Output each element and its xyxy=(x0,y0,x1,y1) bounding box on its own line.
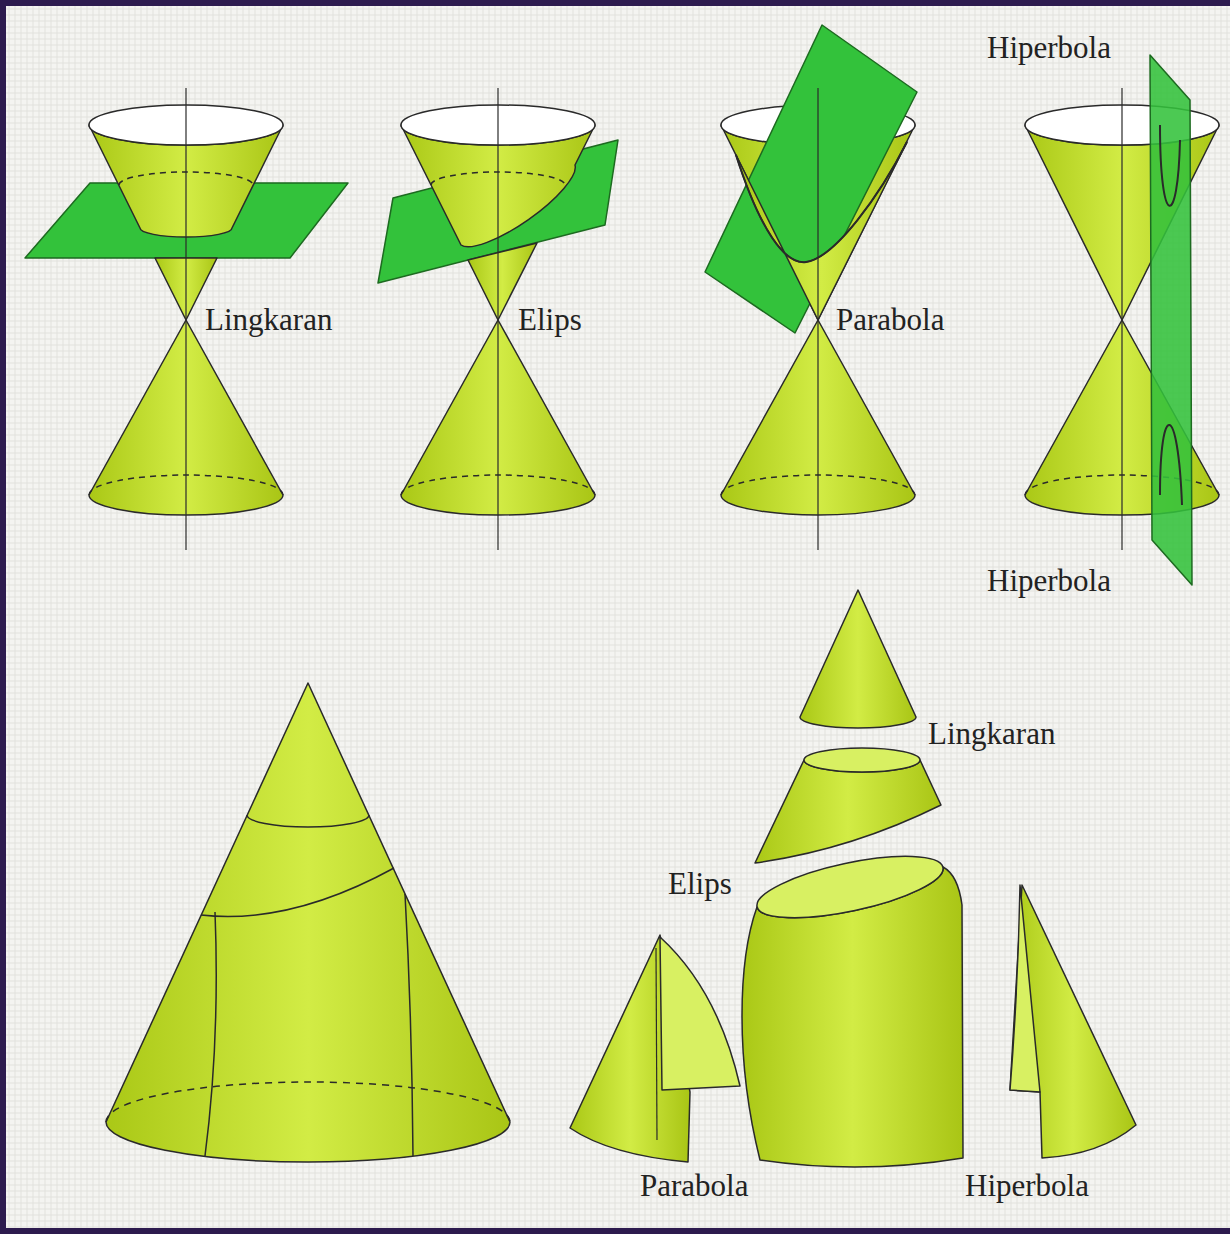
section-label: Parabola xyxy=(836,302,944,338)
section-label: Elips xyxy=(668,866,732,902)
whole-cone xyxy=(106,683,510,1162)
hyperbola-cone xyxy=(1025,55,1219,585)
background-panel xyxy=(6,6,1230,1228)
ellipse-cone xyxy=(378,88,618,550)
circle-cone xyxy=(25,88,348,550)
parabola-face xyxy=(660,937,740,1090)
ellipse-cut-line xyxy=(201,868,394,916)
section-label: Elips xyxy=(518,302,582,338)
cutting-plane xyxy=(1150,55,1192,585)
parabola-cut-line xyxy=(205,912,216,1156)
hidden-edge xyxy=(106,1082,510,1122)
cutting-plane xyxy=(705,25,917,333)
section-label: Hiperbola xyxy=(987,30,1111,66)
circle-face xyxy=(804,748,920,772)
hyperbola-curve xyxy=(1160,425,1182,505)
section-label: Lingkaran xyxy=(928,716,1055,752)
hyperbola-cut-line xyxy=(405,894,413,1156)
piece-edge xyxy=(656,948,657,1140)
parabola-cone xyxy=(705,25,917,550)
cone-axis xyxy=(817,88,818,550)
cone-axis xyxy=(185,88,186,550)
parabola-curve xyxy=(736,142,907,262)
hyperbola-piece xyxy=(1010,885,1136,1158)
frustum-piece xyxy=(755,760,941,863)
circle-cut-line xyxy=(247,815,369,827)
hyperbola-curve xyxy=(1160,125,1180,206)
cone-axis xyxy=(497,88,498,550)
tip-piece xyxy=(800,590,916,728)
cone-axis xyxy=(1121,88,1122,550)
section-label: Hiperbola xyxy=(965,1168,1089,1204)
section-label: Hiperbola xyxy=(987,563,1111,599)
cone-surface xyxy=(106,683,510,1162)
cone-pieces xyxy=(570,590,1136,1167)
cone-surface xyxy=(736,142,907,320)
hyperbola-face xyxy=(1010,885,1040,1092)
ellipse-face xyxy=(752,844,948,930)
section-label: Lingkaran xyxy=(205,302,332,338)
section-label: Parabola xyxy=(640,1168,748,1204)
